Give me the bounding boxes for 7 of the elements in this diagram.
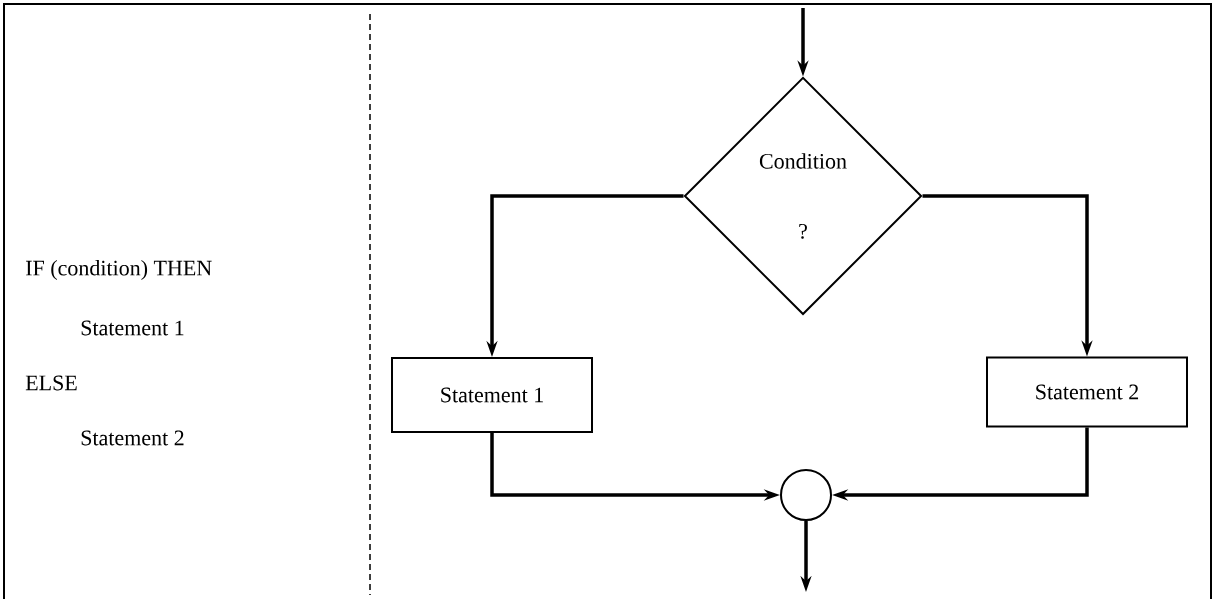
process-box: Statement 2 bbox=[986, 356, 1188, 428]
connector-circle bbox=[780, 469, 832, 521]
code-line: ELSE bbox=[25, 375, 77, 391]
code-line: Statement 1 bbox=[81, 320, 184, 336]
code-line: Statement 2 bbox=[81, 430, 184, 446]
code-line: IF (condition) THEN bbox=[26, 260, 212, 280]
process-box: Statement 1 bbox=[391, 357, 593, 433]
